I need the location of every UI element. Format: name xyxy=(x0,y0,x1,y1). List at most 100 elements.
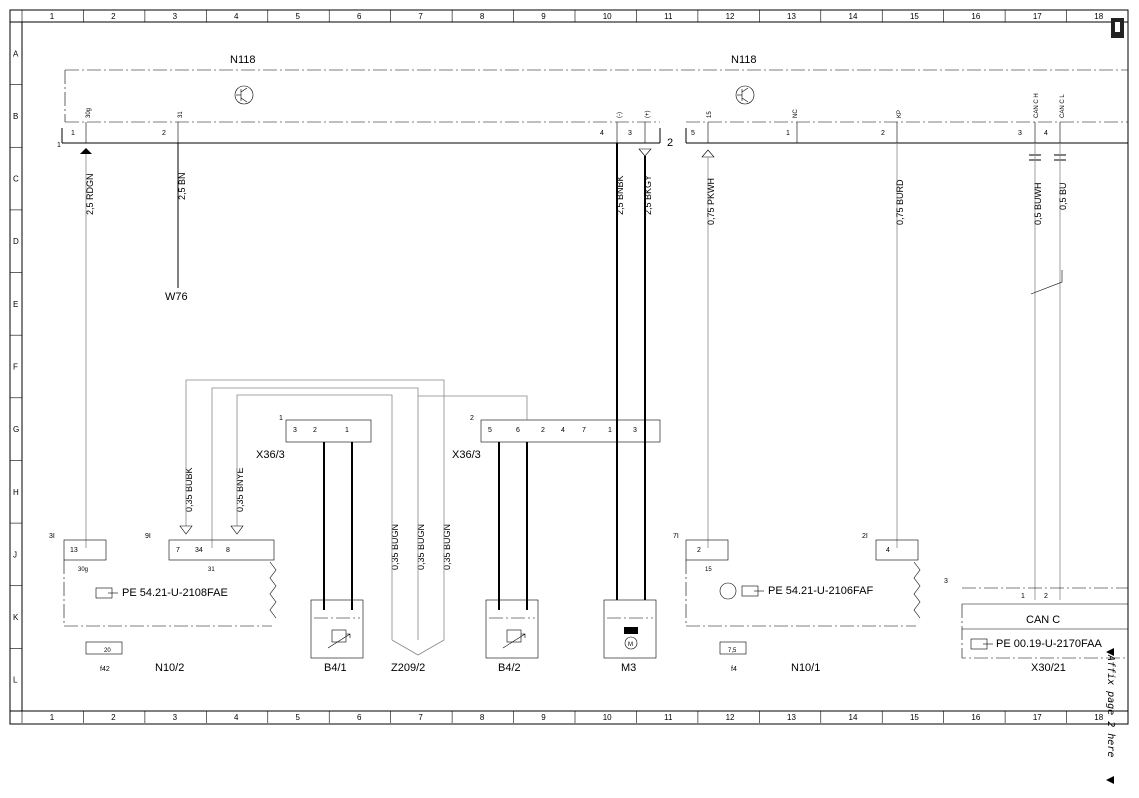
svg-text:4: 4 xyxy=(561,427,565,434)
affix-note: Affix page 2 here xyxy=(1105,654,1116,757)
column-number: 10 xyxy=(603,713,612,722)
wire-label: 0,75 BURD xyxy=(895,179,905,225)
wire-label: 2,5 RDGN xyxy=(85,173,95,215)
column-number: 15 xyxy=(910,12,919,21)
column-number: 2 xyxy=(111,713,116,722)
column-number: 18 xyxy=(1094,12,1103,21)
column-number: 17 xyxy=(1033,12,1042,21)
row-letter: E xyxy=(13,300,18,309)
svg-text:6: 6 xyxy=(516,427,520,434)
pin-nc-label: NC xyxy=(793,109,799,118)
z209-2-label: Z209/2 xyxy=(391,662,425,674)
x36-3-left-connector xyxy=(285,419,372,443)
n118-right-label: N118 xyxy=(731,54,756,66)
transistor-icon xyxy=(234,85,254,105)
svg-text:1: 1 xyxy=(1021,593,1025,600)
connector-arrow-icon xyxy=(80,148,92,154)
can-c-label: CAN C xyxy=(1026,614,1060,626)
connector-arrow-icon xyxy=(638,148,652,157)
pin-31-label: 31 xyxy=(178,111,184,118)
svg-text:2: 2 xyxy=(541,427,545,434)
svg-text:9I: 9I xyxy=(145,533,151,540)
column-number: 10 xyxy=(603,12,612,21)
pin-30g-label: 30g xyxy=(86,108,92,118)
svg-text:1: 1 xyxy=(71,130,75,137)
ref-mid-label: PE 54.21-U-2106FAF xyxy=(768,585,873,597)
svg-text:2: 2 xyxy=(667,137,673,149)
column-number: 6 xyxy=(357,713,362,722)
column-number: 15 xyxy=(910,713,919,722)
motor-icon xyxy=(624,636,638,650)
wire-label: 0,75 PKWH xyxy=(706,178,716,225)
column-number: 1 xyxy=(50,713,55,722)
column-number: 8 xyxy=(480,12,485,21)
pin-cancl-label: CAN C L xyxy=(1060,94,1066,118)
svg-text:3I: 3I xyxy=(49,533,55,540)
pin-kp-label: KP xyxy=(897,110,903,118)
m3-pump xyxy=(603,599,657,659)
column-number: 2 xyxy=(111,12,116,21)
svg-text:7: 7 xyxy=(582,427,586,434)
svg-text:2: 2 xyxy=(313,427,317,434)
svg-text:3: 3 xyxy=(628,130,632,137)
pin-minus-label: (-) xyxy=(617,112,623,118)
row-letter: A xyxy=(13,49,19,58)
column-number: 4 xyxy=(234,12,239,21)
w76-label: W76 xyxy=(165,291,188,303)
svg-text:34: 34 xyxy=(195,547,203,554)
svg-text:2: 2 xyxy=(162,130,166,137)
column-number: 12 xyxy=(726,12,735,21)
svg-text:Affix page 2 here: Affix page 2 here xyxy=(1105,654,1116,757)
wire-label: 2,5 BN xyxy=(177,172,187,200)
column-number: 14 xyxy=(849,12,858,21)
svg-text:3: 3 xyxy=(1018,130,1022,137)
row-letter: L xyxy=(13,676,18,685)
n10-2-label: N10/2 xyxy=(155,662,184,674)
column-number: 9 xyxy=(541,713,546,722)
column-number: 13 xyxy=(787,12,796,21)
column-number: 16 xyxy=(971,12,980,21)
svg-text:8: 8 xyxy=(226,547,230,554)
column-number: 12 xyxy=(726,713,735,722)
n10-1-label: N10/1 xyxy=(791,662,820,674)
svg-text:3: 3 xyxy=(633,427,637,434)
b4-2-sensor xyxy=(485,599,539,659)
row-letter: B xyxy=(13,112,18,121)
column-number: 1 xyxy=(50,12,55,21)
row-letter: D xyxy=(13,237,19,246)
column-number: 7 xyxy=(418,12,423,21)
x36-3-right-connector xyxy=(480,419,661,443)
x36-3-right-label: X36/3 xyxy=(452,449,481,461)
svg-text:4: 4 xyxy=(1044,130,1048,137)
row-letter: F xyxy=(13,363,18,372)
wire-label: 0,35 BNYE xyxy=(235,467,245,512)
connector-arrow-icon xyxy=(230,525,244,535)
svg-text:4: 4 xyxy=(886,547,890,554)
wire-label: 0,35 BUBK xyxy=(184,467,194,512)
svg-text:2I: 2I xyxy=(862,533,868,540)
column-number: 3 xyxy=(173,12,178,21)
column-number: 7 xyxy=(418,713,423,722)
column-number: 6 xyxy=(357,12,362,21)
wire-label: 0,5 BU xyxy=(1058,182,1068,210)
pointer-hand-icon xyxy=(95,587,118,599)
connector-arrow-icon xyxy=(179,525,193,535)
svg-text:3: 3 xyxy=(944,578,948,585)
wire-label: 0,35 BUGN xyxy=(390,524,400,570)
ref-left-label: PE 54.21-U-2108FAE xyxy=(122,587,228,599)
column-number: 11 xyxy=(664,12,673,21)
f4-label: f4 xyxy=(731,666,737,673)
pointer-hand-icon xyxy=(741,585,764,597)
svg-text:13: 13 xyxy=(70,547,78,554)
svg-text:2: 2 xyxy=(697,547,701,554)
column-number: 18 xyxy=(1094,713,1103,722)
wire-label: 2,5 BNBK xyxy=(615,175,625,215)
f42-label: f42 xyxy=(100,666,110,673)
pointer-hand-icon xyxy=(970,638,993,650)
b4-1-label: B4/1 xyxy=(324,662,347,674)
ref-right-label: PE 00.19-U-2170FAA xyxy=(996,638,1102,650)
svg-text:7: 7 xyxy=(176,547,180,554)
column-number: 4 xyxy=(234,713,239,722)
svg-text:1: 1 xyxy=(345,427,349,434)
